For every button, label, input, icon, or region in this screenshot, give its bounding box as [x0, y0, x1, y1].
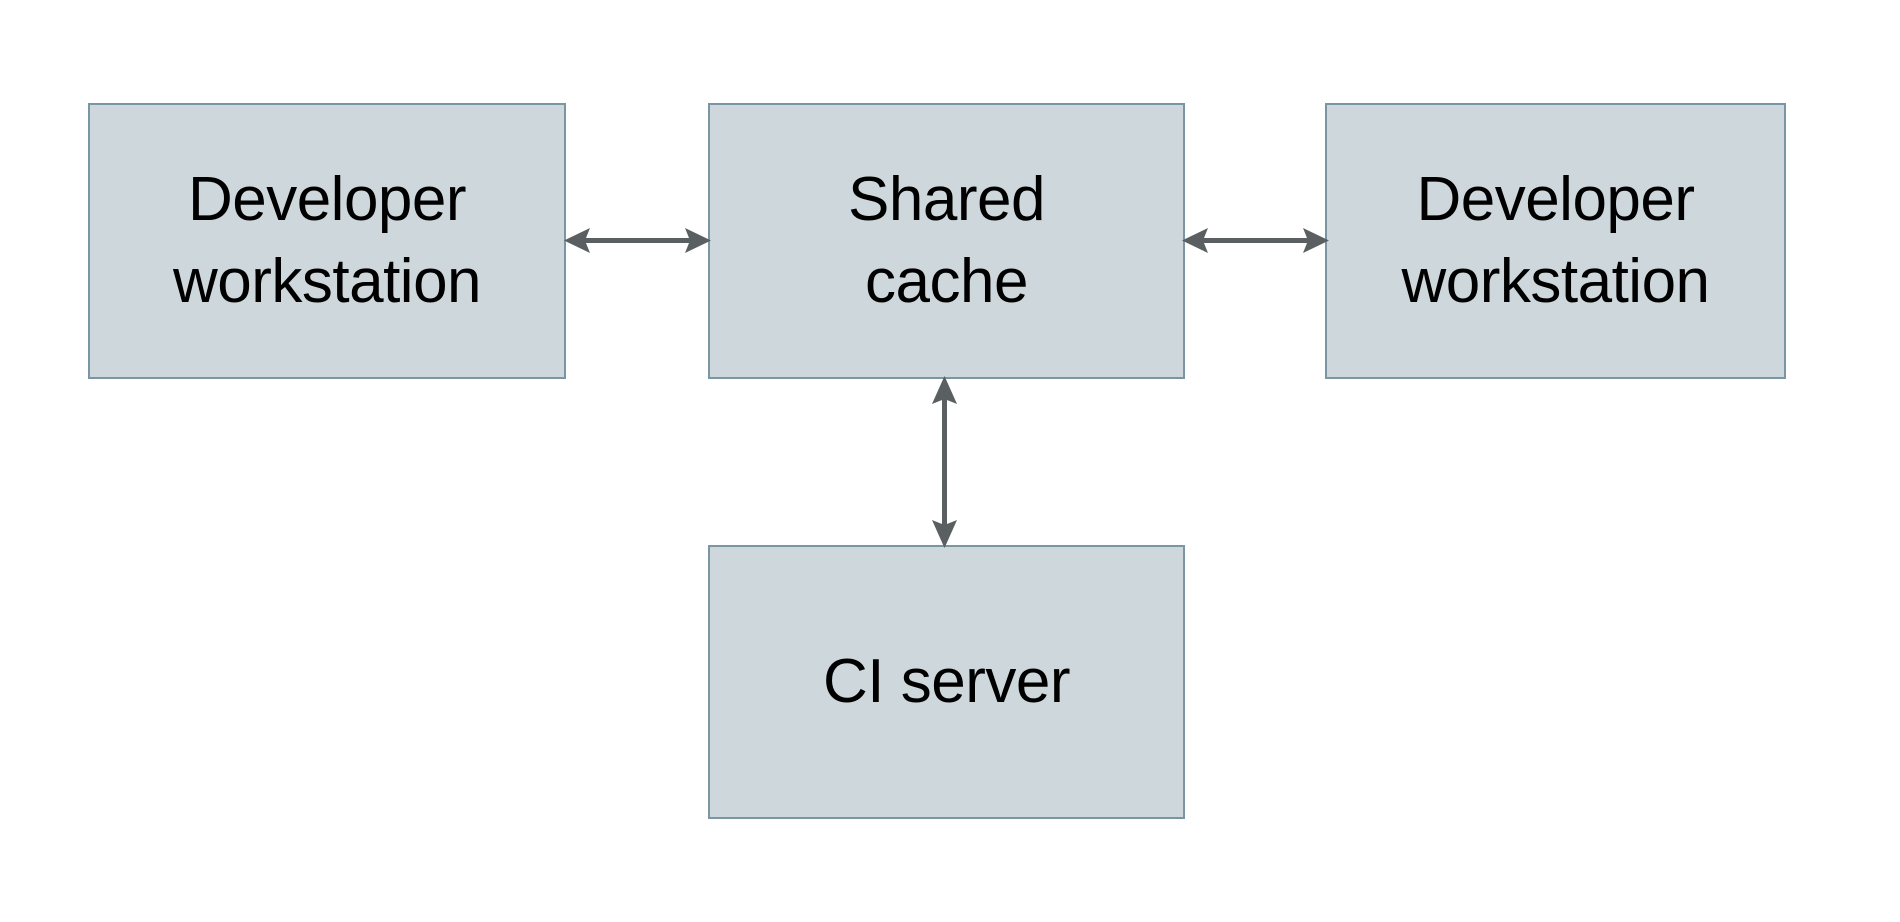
- node-label: Developer workstation: [172, 165, 482, 316]
- node-developer-workstation-left[interactable]: Developer workstation: [88, 103, 566, 379]
- node-label: Developer workstation: [1401, 165, 1710, 316]
- node-label: CI server: [823, 647, 1070, 717]
- node-shared-cache[interactable]: Shared cache: [708, 103, 1185, 379]
- node-developer-workstation-right[interactable]: Developer workstation: [1325, 103, 1786, 379]
- node-label: Shared cache: [848, 165, 1045, 316]
- edge-shared-cache-to-ci-server[interactable]: [909, 372, 981, 552]
- edge-developer-workstation-left-to-shared-cache[interactable]: [560, 205, 715, 277]
- node-ci-server[interactable]: CI server: [708, 545, 1185, 819]
- edge-shared-cache-to-developer-workstation-right[interactable]: [1178, 205, 1333, 277]
- double-arrow-horizontal-icon: [564, 228, 711, 253]
- double-arrow-vertical-icon: [932, 376, 957, 548]
- double-arrow-horizontal-icon: [1182, 228, 1329, 253]
